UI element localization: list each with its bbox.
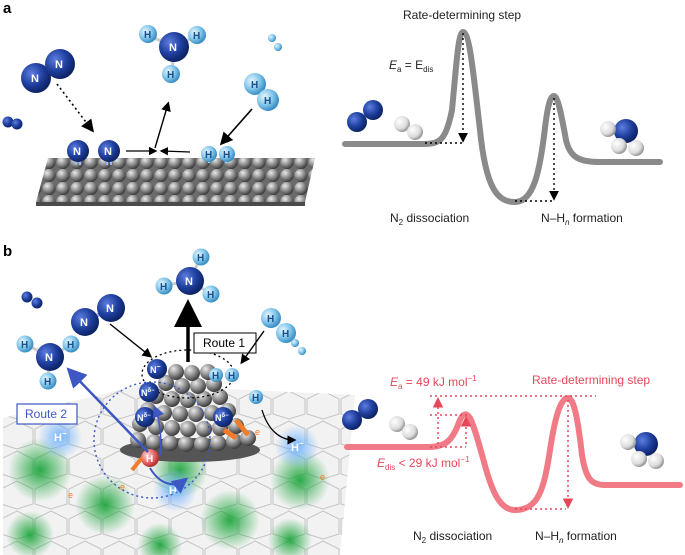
- hydride-support: [3, 385, 355, 555]
- h2-molecule-gas: H H: [244, 73, 279, 111]
- electron-transfer-arrow: [222, 427, 238, 441]
- n-delta-atom: Nδ−: [135, 407, 155, 427]
- h2-adsorption-arrow: [219, 108, 253, 146]
- nh-formation-label-b: N–Hn formation: [535, 529, 617, 545]
- atom-label: N: [31, 73, 39, 85]
- electron-transfer-arrow: [130, 456, 144, 472]
- nh3-product-icon-a: [600, 119, 644, 156]
- electron-label: e: [120, 482, 125, 492]
- adsorption-arrow-dotted: [56, 83, 94, 133]
- h-spillover-arrow: [261, 409, 297, 445]
- n-minus-atom: N−: [147, 359, 167, 379]
- svg-text:H: H: [21, 340, 28, 351]
- n2-h2-reactant-icon-b: [342, 399, 418, 440]
- route2-label: Route 2: [25, 407, 67, 421]
- desorption-arrow: [154, 101, 171, 149]
- svg-text:H: H: [212, 371, 219, 382]
- svg-text:H: H: [197, 253, 204, 264]
- energy-profile-a: [342, 28, 663, 206]
- rds-label-a: Rate-determining step: [403, 8, 521, 22]
- n2-small-icon-b: [21, 291, 43, 309]
- atom-label: N: [73, 146, 81, 158]
- route2-migration-arrow: [152, 405, 164, 457]
- panel-a-label: a: [3, 0, 12, 17]
- atom-label: H: [264, 96, 271, 107]
- svg-text:H: H: [67, 340, 74, 351]
- nh3-product-icon-b: [620, 432, 664, 469]
- metal-surface-a: [36, 158, 315, 206]
- svg-text:H: H: [44, 377, 51, 388]
- svg-text:H: H: [282, 329, 289, 340]
- h2-adsorption-arrow-b: [240, 330, 265, 365]
- svg-text:N: N: [80, 317, 88, 329]
- svg-text:H: H: [228, 371, 235, 382]
- n2-molecule-gas: N N: [21, 49, 75, 93]
- route2-box: Route 2: [16, 403, 78, 425]
- electron-label: e: [68, 490, 73, 500]
- n2-small-icon: [2, 116, 23, 130]
- atom-label: H: [144, 30, 151, 41]
- electron-transfer-arrow: [234, 418, 250, 437]
- svg-text:N: N: [185, 276, 193, 288]
- svg-text:H: H: [207, 290, 214, 301]
- adsorbed-n-atoms: N N: [67, 140, 120, 165]
- svg-text:H: H: [146, 454, 153, 465]
- atom-label: N: [55, 59, 63, 71]
- h2-small-icon: [268, 34, 282, 51]
- adsorbed-h-atoms: H H: [201, 146, 235, 163]
- electron-label: e: [320, 472, 325, 482]
- n-delta-atom: Nδ−: [213, 407, 233, 427]
- panel-b-label: b: [3, 243, 12, 260]
- svg-text:H: H: [267, 314, 274, 325]
- surface-h-atoms: H H H: [209, 368, 263, 404]
- atom-label: N: [169, 42, 177, 54]
- rds-label-b: Rate-determining step: [532, 373, 650, 387]
- hydride-transfer-arrow: [149, 467, 189, 494]
- svg-text:N−: N−: [150, 364, 161, 375]
- route1-box: Route 1: [193, 332, 257, 354]
- h2-molecule-gas-b: H H: [261, 308, 296, 343]
- ea-eq-label: Ea = Edis: [389, 58, 433, 74]
- svg-text:Nδ−: Nδ−: [137, 413, 151, 423]
- n2-h2-reactant-icon-a: [347, 100, 423, 140]
- svg-text:H: H: [252, 393, 259, 404]
- atom-label: H: [167, 70, 174, 81]
- nh3-molecule-b-top: N H H H: [155, 248, 220, 303]
- route2-region: [93, 381, 211, 499]
- n2-adsorption-arrow-b: [109, 323, 153, 358]
- atom-label: H: [251, 80, 258, 91]
- svg-text:N: N: [106, 303, 114, 315]
- n-delta-atom: Nδ−: [139, 382, 159, 402]
- hydride-label: H−: [54, 429, 67, 444]
- h2-small-icon-b: [291, 339, 306, 355]
- ea-value-label: Ea = 49 kJ mol−1: [390, 374, 477, 391]
- atom-label: H: [223, 150, 230, 161]
- hydride-label: H−: [291, 439, 304, 454]
- merge-arrow-right: [159, 147, 191, 156]
- route1-label: Route 1: [203, 336, 245, 350]
- electron-label: e: [255, 427, 260, 437]
- atom-label: N: [104, 146, 112, 158]
- n2-dissociation-label-b: N2 dissociation: [413, 529, 492, 545]
- nh3-molecule-a: N H H H: [139, 25, 206, 83]
- atom-label: H: [193, 31, 200, 42]
- nh-formation-label-a: N–Hn formation: [541, 211, 623, 227]
- edis-value-label: Edis < 29 kJ mol−1: [377, 455, 470, 472]
- svg-text:H: H: [160, 282, 167, 293]
- nh3-molecule-b-left: N H H H: [16, 335, 80, 390]
- route2-desorption-arrow: [66, 367, 149, 453]
- svg-text:Nδ−: Nδ−: [141, 388, 155, 398]
- n2-dissociation-label-a: N2 dissociation: [390, 211, 469, 227]
- energy-profile-b: [344, 394, 683, 514]
- svg-text:Nδ−: Nδ−: [215, 413, 229, 423]
- atom-label: H: [205, 150, 212, 161]
- n2-molecule-gas-b: N N: [71, 294, 125, 336]
- metal-nanoparticle: [120, 364, 260, 462]
- interface-h-atom: H: [141, 449, 159, 467]
- svg-text:N: N: [45, 352, 53, 364]
